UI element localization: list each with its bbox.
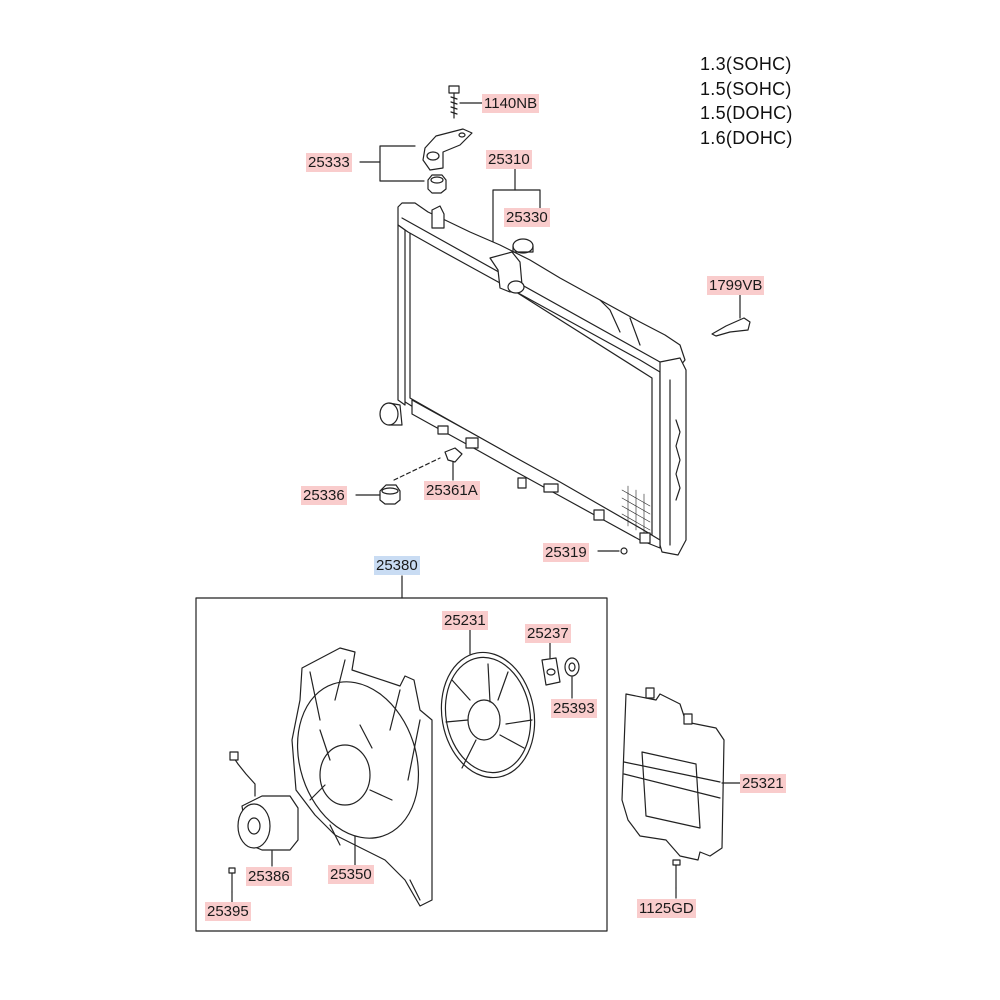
engine-variant-list: 1.3(SOHC) 1.5(SOHC) 1.5(DOHC) 1.6(DOHC) <box>700 52 793 150</box>
engine-variant: 1.3(SOHC) <box>700 54 792 74</box>
part-label-25237[interactable]: 25237 <box>525 624 571 643</box>
fan-motor-25386 <box>229 751 299 851</box>
cover-25321 <box>621 687 725 861</box>
assembly-label-25380[interactable]: 25380 <box>374 556 420 575</box>
nut-washer-25237 <box>541 657 561 686</box>
part-label-25333[interactable]: 25333 <box>306 153 352 172</box>
part-label-25330[interactable]: 25330 <box>504 208 550 227</box>
part-label-25319[interactable]: 25319 <box>543 543 589 562</box>
screw-1125gd <box>672 859 681 889</box>
part-label-25231[interactable]: 25231 <box>442 611 488 630</box>
nut-25393 <box>564 657 580 677</box>
fan-shroud-25350 <box>291 647 433 907</box>
engine-variant: 1.6(DOHC) <box>700 127 793 148</box>
part-label-25310[interactable]: 25310 <box>486 150 532 169</box>
plug-25336 <box>379 484 401 505</box>
engine-variant: 1.5(DOHC) <box>700 103 793 123</box>
part-label-1125gd[interactable]: 1125GD <box>637 899 696 918</box>
part-label-25395[interactable]: 25395 <box>205 902 251 921</box>
part-label-25321[interactable]: 25321 <box>740 774 786 793</box>
part-label-25361a[interactable]: 25361A <box>424 481 480 500</box>
part-label-25350[interactable]: 25350 <box>328 865 374 884</box>
part-label-25386[interactable]: 25386 <box>246 867 292 886</box>
radiator-25310 <box>379 202 687 556</box>
bracket-25333 <box>422 128 473 194</box>
engine-variant: 1.5(SOHC) <box>700 78 792 99</box>
part-label-25393[interactable]: 25393 <box>551 699 597 718</box>
drain-plug-25361a <box>444 447 463 463</box>
oring-25319 <box>620 547 628 555</box>
fan-blade-25231 <box>440 651 536 779</box>
bolt-1140nb <box>448 85 460 119</box>
part-label-25336[interactable]: 25336 <box>301 486 347 505</box>
clip-1799vb <box>711 317 751 337</box>
part-label-1799vb[interactable]: 1799VB <box>707 276 765 295</box>
part-label-1140nb[interactable]: 1140NB <box>482 94 540 113</box>
screw-25395 <box>228 867 236 893</box>
